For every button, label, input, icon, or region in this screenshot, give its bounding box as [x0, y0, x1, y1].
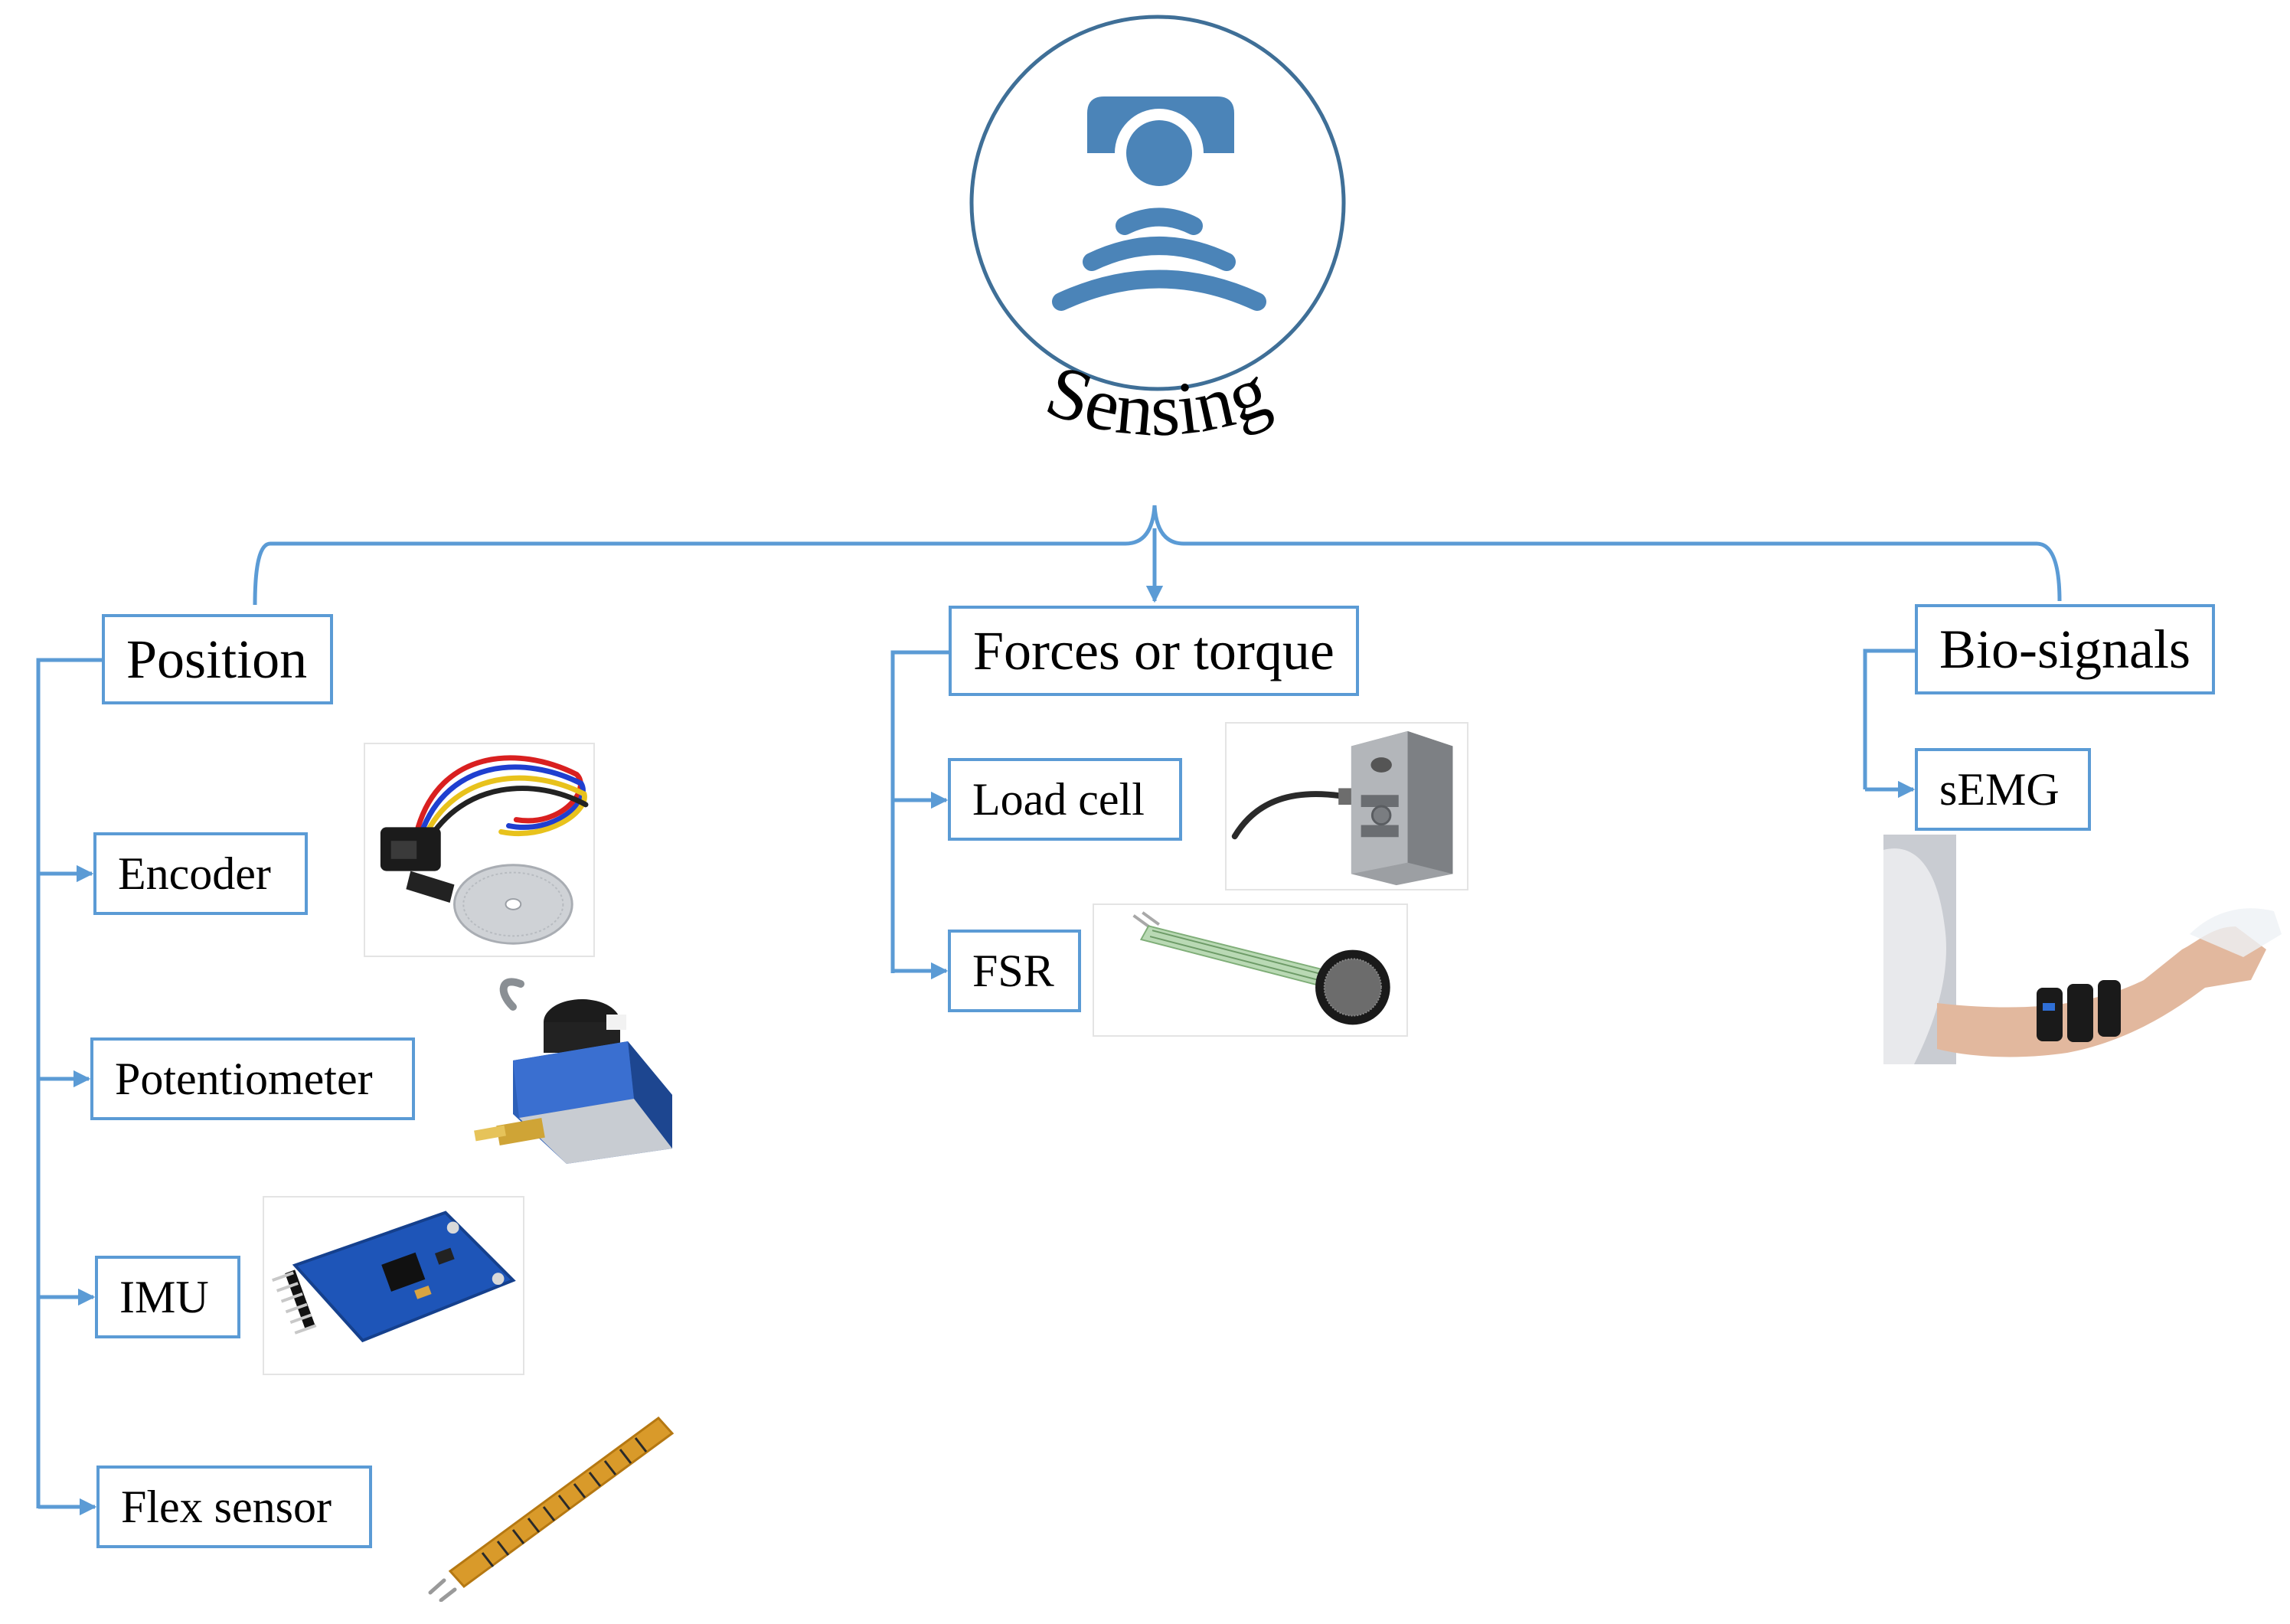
- force-sensitive-resistor-photo: [1093, 903, 1408, 1037]
- position-trunk: [36, 658, 103, 1508]
- sensor-signal-icon: [1052, 96, 1266, 311]
- rotary-encoder-photo: [364, 743, 595, 957]
- bio-trunk: [1863, 649, 1916, 789]
- item-fsr: FSR: [948, 930, 1081, 1012]
- root-node: Sensing: [969, 15, 1346, 453]
- s-type-load-cell-photo: [1225, 722, 1468, 890]
- item-load-cell: Load cell: [948, 758, 1182, 841]
- category-bio-signals: Bio-signals: [1915, 604, 2215, 694]
- item-flex-sensor: Flex sensor: [96, 1466, 372, 1548]
- item-encoder: Encoder: [93, 832, 308, 915]
- category-position: Position: [102, 614, 333, 704]
- category-forces-or-torque: Forces or torque: [949, 606, 1359, 696]
- item-imu: IMU: [95, 1256, 240, 1338]
- emg-armband-on-forearm-photo: [1883, 835, 2282, 1080]
- root-circle: [969, 15, 1346, 391]
- item-semg: sEMG: [1915, 748, 2091, 831]
- main-brace: [253, 505, 2062, 606]
- tree-connectors: [36, 505, 2062, 1516]
- draw-wire-potentiometer-photo: [429, 961, 716, 1221]
- imu-board-photo: [263, 1196, 524, 1375]
- flex-sensor-photo: [413, 1403, 686, 1602]
- item-potentiometer: Potentiometer: [90, 1037, 415, 1120]
- forces-trunk: [890, 650, 949, 973]
